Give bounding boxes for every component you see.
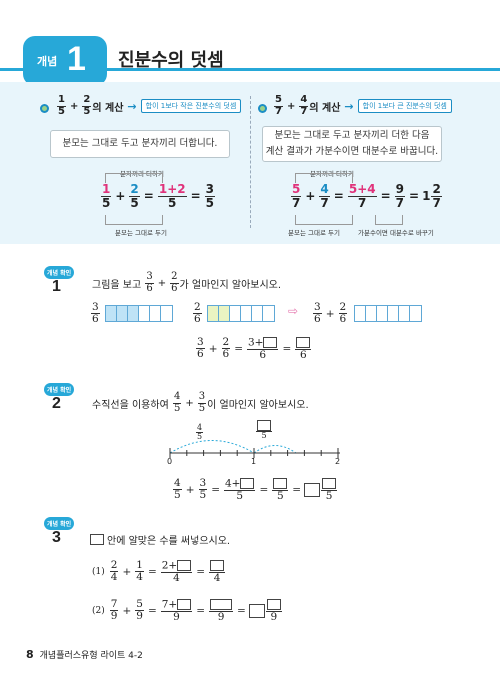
- arrow-right-icon: →: [127, 99, 137, 113]
- bullet-icon: [258, 104, 267, 113]
- left-top-bracket: [105, 173, 163, 183]
- answer-box[interactable]: [266, 599, 281, 610]
- tick-label-0: 0: [167, 457, 173, 466]
- box-symbol: [90, 534, 104, 545]
- tick-label-2: 2: [335, 457, 341, 466]
- problem-label: 개념 확인: [44, 517, 75, 530]
- right-bottom-note: 분모는 그대로 두기: [288, 229, 340, 237]
- answer-box[interactable]: [210, 599, 233, 610]
- bar-model: [104, 305, 173, 323]
- problem-label: 개념 확인: [44, 266, 75, 279]
- answer-box[interactable]: [177, 560, 192, 571]
- left-top-note: 분자끼리 더하기: [120, 170, 164, 178]
- bullet-icon: [40, 104, 49, 113]
- bar-model: [206, 305, 275, 323]
- bar-model: [354, 305, 423, 323]
- answer-box[interactable]: [210, 560, 225, 571]
- arc-2: [253, 445, 297, 454]
- panel-divider: [250, 96, 251, 228]
- right-top-bracket: [295, 173, 353, 183]
- problem-number: 2: [52, 395, 61, 412]
- answer-box[interactable]: [177, 599, 192, 610]
- page-number: 8: [26, 648, 34, 661]
- page-title: 진분수의 덧셈: [118, 50, 224, 71]
- right-top-note: 분자끼리 더하기: [310, 170, 354, 178]
- problem-number: 1: [52, 278, 61, 295]
- right-concept-tag: 합이 1보다 큰 진분수의 덧셈: [357, 99, 452, 113]
- problem-number: 3: [52, 529, 61, 546]
- answer-box[interactable]: [257, 420, 271, 431]
- problem-question: 안에 알맞은 수를 써넣으시오.: [90, 532, 230, 547]
- answer-box[interactable]: [263, 337, 278, 348]
- arc-1: [169, 440, 255, 454]
- right-bottom-bracket-2: [375, 215, 403, 225]
- left-bottom-note: 분모는 그대로 두기: [115, 229, 167, 237]
- right-bottom-bracket: [295, 215, 353, 225]
- arrow-right-icon: →: [344, 99, 354, 113]
- badge-label: 개념: [37, 55, 58, 68]
- right-rule-box: 분모는 그대로 두고 분자끼리 더한 다음 계산 결과가 가분수이면 대분수로 …: [262, 126, 442, 162]
- number-line-ticks: [169, 448, 339, 458]
- answer-box[interactable]: [304, 482, 321, 497]
- left-rule-box: 분모는 그대로 두고 분자끼리 더합니다.: [50, 130, 230, 158]
- left-concept-tag: 합이 1보다 작은 진분수의 덧셈: [140, 99, 242, 113]
- tick-label-1: 1: [251, 457, 257, 466]
- arc-2-label: 5: [255, 420, 273, 440]
- answer-box[interactable]: [296, 337, 311, 348]
- answer-box[interactable]: [322, 478, 337, 489]
- answer-box[interactable]: [248, 603, 265, 618]
- book-title: 개념플러스유형 라이트 4-2: [39, 651, 143, 661]
- number-line: [169, 440, 340, 458]
- badge-number: 1: [67, 40, 86, 78]
- left-bottom-bracket: [105, 215, 163, 225]
- arrow-right-icon: ⇨: [288, 304, 299, 318]
- answer-box[interactable]: [240, 478, 255, 489]
- page-footer: 8 개념플러스유형 라이트 4-2: [26, 648, 143, 661]
- concept-badge: 개념 1: [23, 36, 107, 86]
- answer-box[interactable]: [273, 478, 288, 489]
- header-rule: [0, 68, 500, 71]
- right-bottom-note-2: 가분수이면 대분수로 바꾸기: [358, 229, 434, 237]
- problem-label: 개념 확인: [44, 383, 75, 396]
